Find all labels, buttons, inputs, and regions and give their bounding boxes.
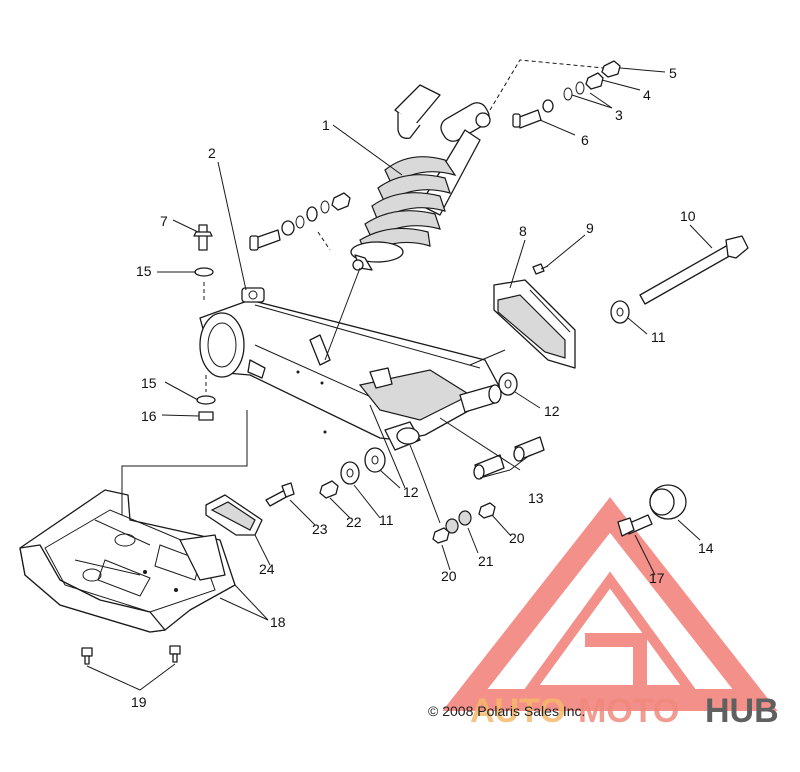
bumper-bolt xyxy=(617,484,687,537)
callout-17: 17 xyxy=(649,570,665,586)
callout-labels: 1 2 3 4 5 6 7 8 9 10 11 11 12 12 13 14 1… xyxy=(131,65,714,710)
callout-4: 4 xyxy=(643,87,651,103)
callout-23: 23 xyxy=(312,521,328,537)
callout-12-a: 12 xyxy=(544,403,560,419)
washers-bushings xyxy=(319,372,545,499)
callout-19: 19 xyxy=(131,694,147,710)
callout-7: 7 xyxy=(160,213,168,229)
callout-11-a: 11 xyxy=(651,329,666,345)
watermark-auto: AUTO xyxy=(470,692,566,730)
watermark-logo xyxy=(442,497,778,711)
pivot-bolt xyxy=(610,235,749,324)
callout-5: 5 xyxy=(669,65,677,81)
callout-21: 21 xyxy=(478,553,494,569)
watermark-hub: HUB xyxy=(705,692,779,730)
callout-13: 13 xyxy=(528,490,544,506)
screws-19 xyxy=(81,645,181,665)
shock-hardware-right xyxy=(489,59,621,129)
callout-14: 14 xyxy=(698,540,714,556)
callout-15-b: 15 xyxy=(141,375,157,391)
callout-6: 6 xyxy=(581,132,589,148)
callout-11-b: 11 xyxy=(379,512,394,528)
callout-3: 3 xyxy=(615,107,623,123)
bolt-washer-stack-left xyxy=(193,224,216,421)
swing-arm xyxy=(199,287,502,451)
watermark-moto: MOTO xyxy=(578,692,679,730)
callout-22: 22 xyxy=(346,514,362,530)
callout-16: 16 xyxy=(141,408,157,424)
shock-hardware-left xyxy=(249,192,351,251)
copyright-notice: © 2008 Polaris Sales Inc. xyxy=(428,703,586,719)
shock-absorber xyxy=(350,84,491,271)
callout-15-a: 15 xyxy=(136,263,152,279)
callout-2: 2 xyxy=(208,145,216,161)
callout-8: 8 xyxy=(519,223,527,239)
callout-10: 10 xyxy=(680,208,696,224)
watermark-wordmark: AUTO MOTO HUB xyxy=(470,692,779,730)
chain-guide xyxy=(493,263,576,369)
callout-12-b: 12 xyxy=(403,484,419,500)
callout-1: 1 xyxy=(322,117,330,133)
skid-plate xyxy=(19,489,236,633)
callout-24: 24 xyxy=(259,561,275,577)
leader-lines xyxy=(86,67,713,691)
callout-20-b: 20 xyxy=(441,568,457,584)
bolt-block-23-24 xyxy=(205,482,295,536)
callout-20-a: 20 xyxy=(509,530,525,546)
callout-18: 18 xyxy=(270,614,286,630)
callout-9: 9 xyxy=(586,220,594,236)
nuts-bushings-20-21 xyxy=(432,502,496,544)
